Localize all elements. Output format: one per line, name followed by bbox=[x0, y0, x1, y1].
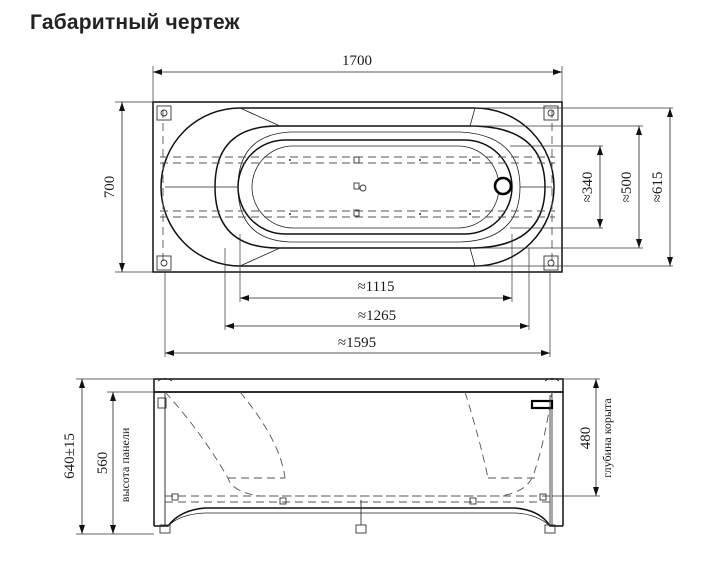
drain-icon bbox=[493, 176, 513, 196]
dim-bowl-1115: ≈1115 bbox=[357, 279, 394, 295]
leg-icons-side bbox=[157, 395, 556, 534]
overflow-icon bbox=[530, 399, 554, 410]
dim-bowl-1265: ≈1265 bbox=[358, 308, 396, 324]
dim-width: 700 bbox=[102, 176, 118, 199]
dim-inner-500: ≈500 bbox=[619, 172, 635, 203]
dim-total-height: 640±15 bbox=[62, 433, 78, 479]
front-panel bbox=[153, 391, 564, 526]
nozzle-icons bbox=[353, 156, 367, 217]
top-view: 1700 700 ≈1115 ≈1265 ≈1595 ≈340 bbox=[102, 53, 673, 357]
dim-bowl-1595: ≈1595 bbox=[338, 335, 376, 351]
label-depth: глубина корыта bbox=[600, 398, 614, 478]
dim-inner-615: ≈615 bbox=[650, 172, 666, 203]
label-panel-height: высота панели bbox=[118, 427, 132, 502]
side-view: 640±15 560 высота панели 480 глубина кор… bbox=[62, 378, 614, 535]
dim-length: 1700 bbox=[342, 53, 372, 69]
dim-depth: 480 bbox=[578, 427, 594, 450]
dim-panel-height: 560 bbox=[95, 452, 111, 475]
tub-outline bbox=[152, 101, 563, 273]
page-title: Габаритный чертеж bbox=[30, 11, 240, 34]
tub-bottom bbox=[237, 139, 513, 235]
dim-inner-340: ≈340 bbox=[580, 172, 596, 203]
leg-icons bbox=[156, 105, 559, 271]
